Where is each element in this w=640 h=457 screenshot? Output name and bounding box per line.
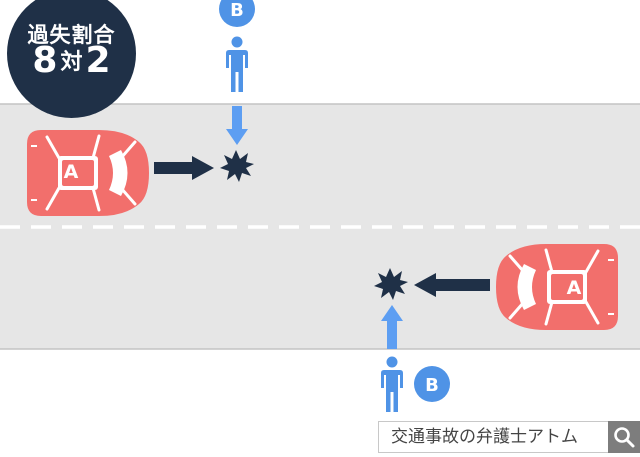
pedestrian-b-bottom-badge — [414, 366, 450, 402]
pedestrian-b-bottom: B — [381, 356, 450, 412]
impact-bottom-icon — [374, 268, 408, 300]
search-icon — [614, 427, 635, 448]
search-button[interactable] — [608, 421, 640, 453]
car-a-top: A — [25, 128, 151, 218]
fault-ratio-a: 8 — [32, 40, 58, 81]
pedestrian-b-top-badge — [219, 0, 255, 27]
fault-ratio-title: 過失割合 — [27, 23, 116, 47]
pedestrian-arrow-bottom — [381, 305, 403, 349]
pedestrian-b-top-label: B — [230, 0, 244, 21]
impact-top-icon — [220, 150, 254, 182]
pedestrian-arrow-top — [226, 106, 248, 145]
fault-ratio-b: 2 — [85, 40, 111, 81]
pedestrian-b-bottom-label: B — [425, 375, 439, 396]
car-arrow-top — [154, 156, 214, 180]
person-icon — [381, 356, 403, 412]
car-a-bottom-label: A — [567, 277, 582, 299]
search-input[interactable]: 交通事故の弁護士アトム — [378, 421, 608, 453]
car-a-top-label: A — [64, 161, 79, 183]
person-icon — [226, 36, 248, 92]
pedestrian-b-top: B — [219, 0, 255, 92]
car-a-bottom — [494, 242, 620, 332]
fault-ratio-separator: 対 — [60, 50, 83, 75]
car-arrow-bottom — [414, 273, 490, 297]
